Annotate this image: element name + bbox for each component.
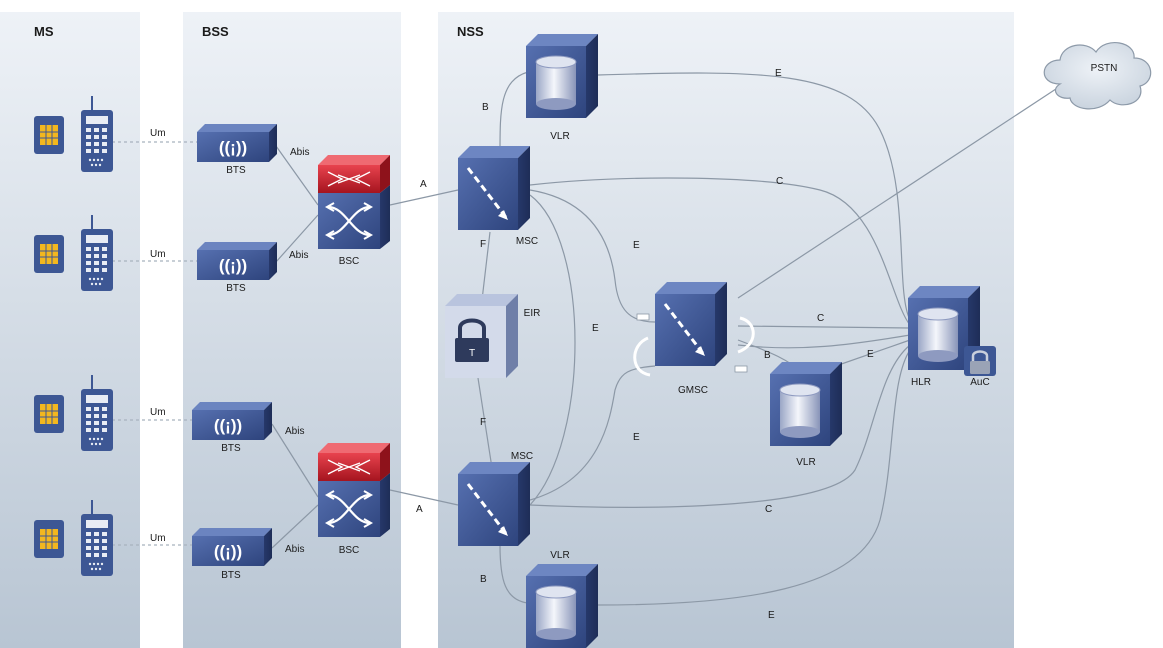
e-label: E [775, 68, 782, 79]
vlr-gmsc: VLR [769, 361, 843, 468]
bsc-label: BSC [339, 545, 360, 556]
e-label: E [867, 349, 874, 360]
vlr-label: VLR [796, 457, 815, 468]
b-label: B [764, 350, 771, 361]
msc-lower: MSC [456, 451, 533, 548]
e-label: E [633, 240, 640, 251]
hlr-label: HLR [911, 377, 931, 388]
msc-switch-icon [653, 280, 729, 368]
padlock-icon: T [455, 318, 489, 362]
database-icon [769, 361, 843, 447]
hlr: HLR [907, 285, 981, 388]
e-label: E [768, 610, 775, 621]
a-label: A [416, 504, 423, 515]
e-label: E [592, 323, 599, 334]
um-label: Um [150, 249, 166, 260]
pstn-label: PSTN [1091, 63, 1118, 74]
vlr-label: VLR [550, 550, 569, 561]
bts-label: BTS [221, 443, 241, 454]
abis-label: Abis [289, 250, 308, 261]
a-label: A [420, 179, 427, 190]
f-label: F [480, 417, 486, 428]
bsc-switch-icon [316, 441, 392, 539]
pstn: PSTN [1043, 42, 1152, 110]
eir: T EIR [445, 294, 540, 378]
bts-4: BTS [192, 528, 272, 581]
abis-label: Abis [290, 147, 309, 158]
ms-panel [0, 12, 140, 648]
msc-label: MSC [516, 236, 538, 247]
e-label: E [633, 432, 640, 443]
bts-3: BTS [192, 402, 272, 454]
um-label: Um [150, 407, 166, 418]
cloud-icon [1043, 42, 1152, 110]
um-label: Um [150, 533, 166, 544]
links [112, 71, 1063, 606]
ms-section-title: MS [34, 24, 54, 39]
f-label: F [480, 239, 486, 250]
vlr-label: VLR [550, 131, 569, 142]
eir-label: EIR [524, 308, 541, 319]
c-label: C [776, 176, 783, 187]
abis-label: Abis [285, 426, 304, 437]
padlock-icon [970, 350, 990, 374]
interface-labels: Um Um Um Um Abis Abis Abis Abis A A B B … [150, 68, 874, 621]
bss-section-title: BSS [202, 24, 229, 39]
bsc-1: BSC [316, 153, 392, 267]
msc-switch-icon [456, 144, 532, 232]
bts-antenna-icon [197, 124, 277, 162]
database-icon [525, 563, 599, 648]
bsc-2: BSC [316, 441, 392, 556]
msc-switch-icon [456, 460, 532, 548]
b-label: B [482, 102, 489, 113]
auc-label: AuC [970, 377, 989, 388]
bts-antenna-icon [192, 402, 272, 440]
b-label: B [480, 574, 487, 585]
bts-label: BTS [221, 570, 241, 581]
database-icon [525, 33, 599, 119]
vlr-lower: VLR [525, 550, 599, 648]
auc: AuC [964, 346, 996, 388]
bts-1: BTS [197, 124, 277, 176]
bsc-label: BSC [339, 256, 360, 267]
bts-label: BTS [226, 283, 246, 294]
bts-antenna-icon [197, 242, 277, 280]
nss-section-title: NSS [457, 24, 484, 39]
c-label: C [765, 504, 772, 515]
msc-upper: MSC [456, 144, 538, 247]
gmsc: GMSC [633, 280, 755, 396]
abis-label: Abis [285, 544, 304, 555]
bts-label: BTS [226, 165, 246, 176]
svg-text:T: T [469, 348, 475, 359]
vlr-upper: VLR [525, 33, 599, 142]
msc-label: MSC [511, 451, 533, 462]
gmsc-label: GMSC [678, 385, 708, 396]
bts-2: BTS [197, 242, 277, 294]
bts-antenna-icon [192, 528, 272, 566]
bsc-switch-icon [316, 153, 392, 251]
um-label: Um [150, 128, 166, 139]
c-label: C [817, 313, 824, 324]
